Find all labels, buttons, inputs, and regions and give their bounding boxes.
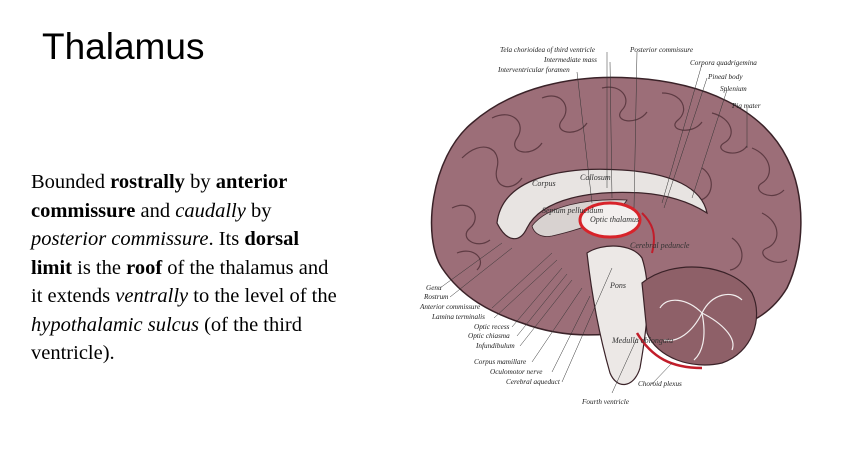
- brain-illustration: Corpus Callosum Septum pellucidum Optic …: [419, 46, 802, 406]
- label-tela-chorioidea: Tela chorioidea of third ventricle: [500, 46, 596, 54]
- red-vessel: [641, 212, 655, 254]
- text-run: (of the third ventricle).: [31, 313, 303, 365]
- label-posterior-commissure: Posterior commissure: [629, 46, 694, 54]
- inner-label: Septum pellucidum: [542, 206, 603, 215]
- label-intermediate-mass: Intermediate mass: [543, 56, 597, 64]
- cerebellum: [641, 266, 758, 366]
- label-fourth-ventricle: Fourth ventricle: [581, 398, 630, 406]
- text-italic-hypothalamic-sulcus: hypothalamic sulcus: [31, 313, 199, 336]
- label-rostrum: Rostrum: [423, 293, 448, 301]
- corpus-callosum: [496, 168, 708, 240]
- cerebellum-folia: [659, 293, 743, 361]
- slide-title: Thalamus: [42, 26, 205, 67]
- label-genu: Genu: [426, 284, 442, 292]
- label-choroid-plexus: Choroid plexus: [638, 380, 682, 388]
- text-run: of the thalamus and it extends: [31, 256, 329, 308]
- text-run: is the: [72, 256, 127, 279]
- label-interventricular-foramen: Interventricular foramen: [497, 66, 570, 74]
- label-oculomotor-nerve: Oculomotor nerve: [490, 368, 543, 376]
- text-run: by: [245, 199, 272, 222]
- label-corpora-quadrigemina: Corpora quadrigemina: [690, 59, 757, 67]
- label-optic-chiasma: Optic chiasma: [468, 332, 510, 340]
- pia-mater-red: [635, 332, 703, 370]
- bottom-label-lines: [439, 242, 673, 394]
- text-run: and: [135, 199, 176, 222]
- text-run: to the level of the: [188, 285, 337, 307]
- text-bold-rostrally: rostrally: [110, 171, 185, 193]
- label-cerebral-aqueduct: Cerebral aqueduct: [506, 378, 561, 386]
- label-pia-mater: Pia mater: [731, 102, 761, 110]
- label-splenium: Splenium: [720, 85, 747, 93]
- text-bold-anterior-commissure: anterior commissure: [31, 171, 288, 222]
- inner-label: Medulla oblongata: [611, 336, 673, 345]
- text-run: Bounded: [31, 171, 111, 193]
- text-italic-posterior-commissure: posterior commissure: [31, 228, 209, 250]
- text-bold-roof: roof: [126, 256, 163, 279]
- brain-sagittal-figure: Corpus Callosum Septum pellucidum Optic …: [402, 38, 812, 410]
- text-italic-caudally: caudally: [175, 199, 246, 222]
- inner-label: Pons: [609, 281, 626, 290]
- brainstem: [586, 245, 649, 385]
- inner-label: Corpus: [532, 179, 556, 188]
- label-infundibulum: Infundibulum: [475, 342, 515, 350]
- text-run: by: [184, 171, 216, 193]
- label-lamina-terminalis: Lamina terminalis: [431, 313, 485, 321]
- text-italic-ventrally: ventrally: [115, 285, 189, 307]
- text-bold-dorsal-limit: dorsal limit: [31, 228, 300, 279]
- label-optic-recess: Optic recess: [474, 323, 510, 331]
- inner-label: Callosum: [580, 173, 611, 182]
- inner-label: Optic thalamus: [590, 215, 639, 224]
- label-corpus-mamillare: Corpus mamillare: [474, 358, 527, 366]
- inner-label: Cerebral peduncle: [630, 241, 690, 250]
- label-anterior-commissure: Anterior commissure: [419, 303, 481, 311]
- body-text: Bounded rostrally by anterior commissure…: [31, 168, 341, 368]
- top-label-lines: [576, 51, 748, 209]
- gyri-texture: [451, 86, 788, 271]
- text-run: . Its: [208, 228, 245, 250]
- thalamus-highlight: [578, 201, 642, 239]
- label-pineal-body: Pineal body: [707, 73, 743, 81]
